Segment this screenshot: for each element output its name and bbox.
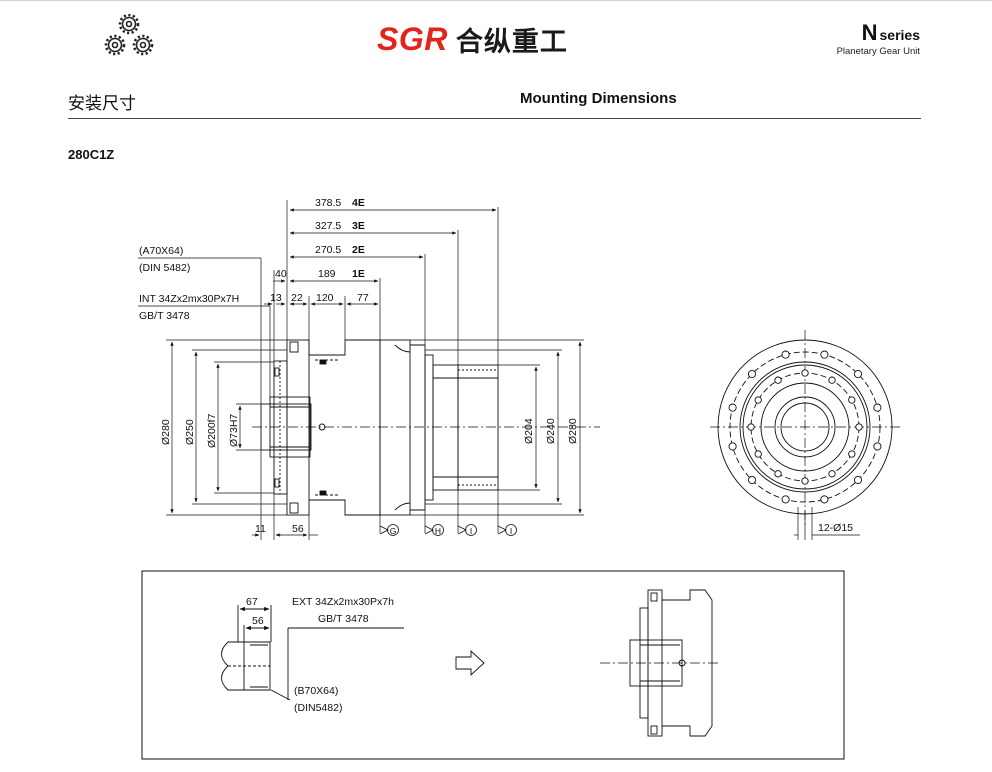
bolt-hole bbox=[747, 369, 757, 379]
dim-len-11: 11 bbox=[255, 523, 266, 535]
dim-dia-200: Ø200f7 bbox=[206, 413, 218, 448]
inset-len-67: 67 bbox=[246, 596, 258, 608]
bolt-hole bbox=[873, 442, 882, 451]
series-subtitle: Planetary Gear Unit bbox=[836, 46, 920, 57]
dim-dia-280-left: Ø280 bbox=[160, 419, 172, 445]
model-number: 280C1Z bbox=[68, 147, 115, 162]
bolt-hole bbox=[848, 450, 856, 458]
outer-bolt-holes bbox=[728, 350, 882, 504]
dim-len-77: 77 bbox=[357, 292, 369, 304]
spline-b-1: (B70X64) bbox=[294, 685, 338, 697]
bottom-dimensions bbox=[252, 450, 499, 540]
bolt-hole bbox=[781, 350, 790, 359]
top-dimensions bbox=[138, 200, 499, 404]
dim-len-4e: 378.5 bbox=[315, 197, 341, 209]
right-dimensions bbox=[410, 339, 584, 516]
bolt-hole bbox=[848, 396, 856, 404]
gears-logo-icon bbox=[104, 14, 154, 56]
dim-dia-240: Ø240 bbox=[545, 418, 557, 444]
inset-frame bbox=[141, 570, 845, 760]
marker-h: H bbox=[435, 526, 441, 536]
section-title-en: Mounting Dimensions bbox=[520, 90, 677, 107]
bolt-hole bbox=[728, 403, 737, 412]
marker-g: G bbox=[390, 526, 397, 536]
section-title-cn: 安装尺寸 bbox=[68, 94, 136, 114]
bolt-hole bbox=[774, 376, 782, 384]
dim-len-2e: 270.5 bbox=[315, 244, 341, 256]
label-4e: 4E bbox=[352, 197, 365, 209]
front-view bbox=[710, 330, 900, 525]
int-spline-2: GB/T 3478 bbox=[139, 310, 190, 322]
section-divider bbox=[68, 118, 921, 119]
bolt-hole bbox=[853, 475, 863, 485]
bolt-hole bbox=[873, 403, 882, 412]
inset-len-56: 56 bbox=[252, 615, 264, 627]
bolt-hole bbox=[828, 470, 836, 478]
ext-spline-2: GB/T 3478 bbox=[318, 613, 369, 625]
side-view bbox=[252, 339, 600, 516]
dim-len-189: 189 bbox=[318, 268, 336, 280]
dim-dia-73: Ø73H7 bbox=[228, 414, 240, 447]
holes-dimension bbox=[794, 507, 860, 540]
brand-chinese: 合纵重工 bbox=[455, 26, 568, 58]
dim-len-120: 120 bbox=[316, 292, 334, 304]
left-dimensions bbox=[166, 339, 287, 516]
series-letter: N bbox=[861, 20, 878, 45]
int-spline-1: INT 34Zx2mx30Px7H bbox=[139, 293, 239, 305]
inset-assembly bbox=[600, 589, 720, 737]
marker-i2: I bbox=[510, 526, 512, 536]
dim-len-22: 22 bbox=[291, 292, 303, 304]
label-2e: 2E bbox=[352, 244, 365, 256]
bolt-hole bbox=[747, 475, 757, 485]
bolt-hole bbox=[754, 450, 762, 458]
bolt-hole bbox=[801, 477, 809, 485]
dim-dia-204: Ø204 bbox=[523, 418, 535, 444]
spline-b-2: (DIN5482) bbox=[294, 702, 342, 714]
bolt-hole bbox=[728, 442, 737, 451]
bolt-hole bbox=[774, 470, 782, 478]
bolt-hole bbox=[801, 369, 809, 377]
bolt-hole bbox=[747, 423, 755, 431]
label-3e: 3E bbox=[352, 220, 365, 232]
bolt-hole bbox=[754, 396, 762, 404]
brand-latin: SGR bbox=[377, 20, 448, 57]
ext-spline-1: EXT 34Zx2mx30Px7h bbox=[292, 596, 394, 608]
marker-i1: I bbox=[470, 526, 472, 536]
holes-label: 12-Ø15 bbox=[818, 522, 853, 534]
bolt-hole bbox=[781, 495, 790, 504]
spline-top-2: (DIN 5482) bbox=[139, 262, 190, 274]
label-1e: 1E bbox=[352, 268, 365, 280]
dim-dia-280-right: Ø280 bbox=[567, 418, 579, 444]
inner-bolt-holes bbox=[747, 369, 863, 485]
top-border bbox=[0, 0, 992, 1]
bolt-hole bbox=[820, 495, 829, 504]
brand-logo: SGR 合纵重工 bbox=[377, 20, 568, 58]
inset-shaft bbox=[221, 605, 404, 701]
bolt-hole bbox=[853, 369, 863, 379]
spline-top-1: (A70X64) bbox=[139, 245, 183, 257]
bolt-hole bbox=[828, 376, 836, 384]
dim-len-56: 56 bbox=[292, 523, 304, 535]
right-arrow-icon bbox=[455, 649, 485, 677]
dim-len-40: 40 bbox=[275, 268, 287, 280]
dim-len-13: 13 bbox=[270, 292, 282, 304]
section-markers bbox=[379, 524, 517, 536]
dim-dia-250: Ø250 bbox=[184, 419, 196, 445]
bolt-hole bbox=[820, 350, 829, 359]
series-word: series bbox=[879, 27, 920, 43]
dim-len-3e: 327.5 bbox=[315, 220, 341, 232]
bolt-hole bbox=[855, 423, 863, 431]
